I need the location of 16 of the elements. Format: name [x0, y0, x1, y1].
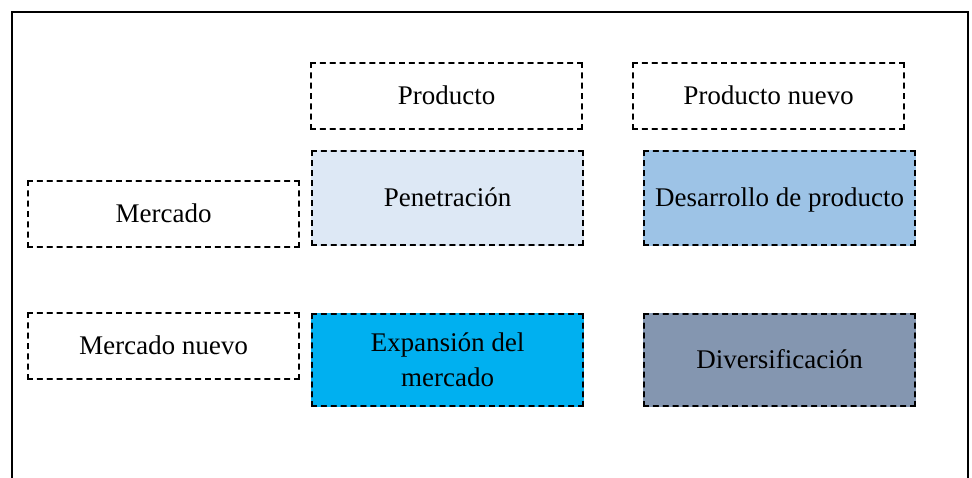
header-box	[27, 180, 300, 248]
quadrant-box	[643, 313, 916, 407]
box-label: Producto	[396, 79, 496, 112]
quadrant-box	[311, 313, 584, 407]
box-label: Expansión del mercado	[370, 326, 526, 394]
quadrant-box	[311, 150, 584, 246]
box-label: Producto nuevo	[682, 79, 855, 112]
box-label: Mercado nuevo	[78, 329, 249, 362]
header-box	[632, 62, 905, 130]
box-label: Desarrollo de producto	[654, 181, 905, 214]
box-label: Diversificación	[695, 343, 864, 376]
box-label: Mercado	[114, 197, 212, 230]
header-box	[310, 62, 583, 130]
header-box	[27, 312, 300, 380]
box-label: Penetración	[382, 181, 512, 214]
quadrant-box	[643, 150, 916, 246]
